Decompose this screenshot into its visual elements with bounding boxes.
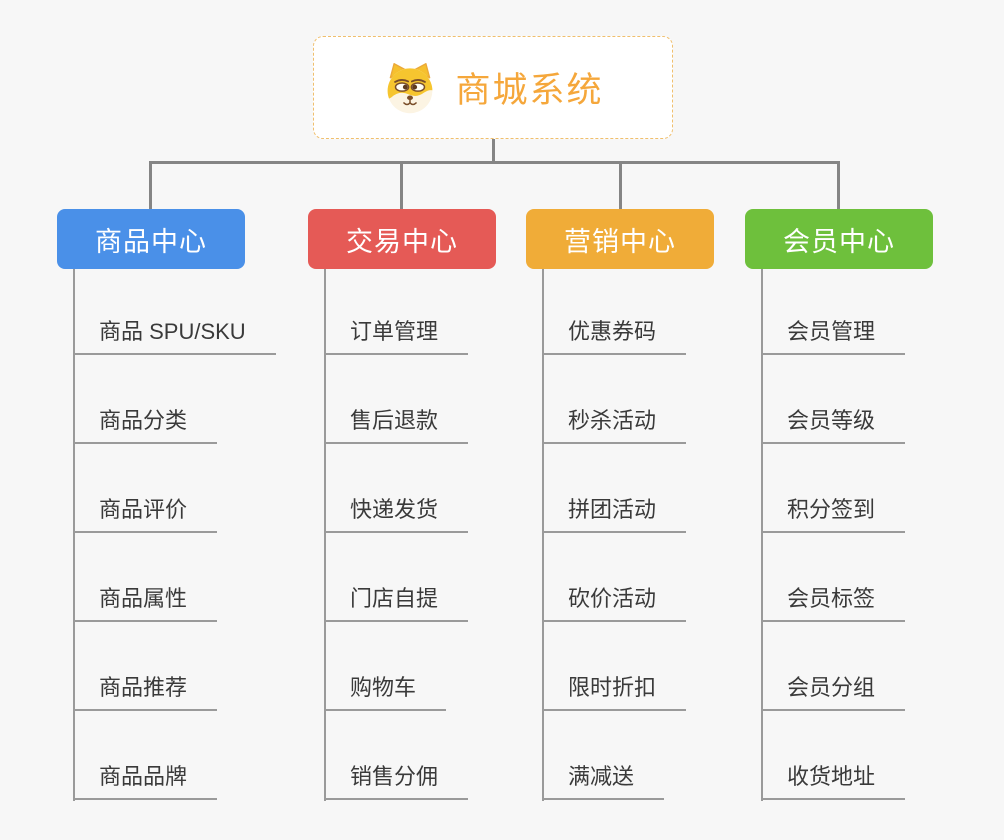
leaf-node[interactable]: 商品 SPU/SKU [73, 269, 276, 355]
connector-drop-member [837, 161, 840, 209]
leaf-node[interactable]: 砍价活动 [542, 533, 687, 622]
leaf-node[interactable]: 会员标签 [761, 533, 906, 622]
trunk-line-product [73, 269, 75, 801]
branch-marketing-center[interactable]: 营销中心 [526, 209, 714, 269]
leaf-node[interactable]: 订单管理 [324, 269, 469, 355]
connector-root-stub [492, 139, 495, 163]
connector-drop-marketing [619, 161, 622, 209]
leaf-node[interactable]: 会员管理 [761, 269, 906, 355]
leaf-node[interactable]: 销售分佣 [324, 711, 469, 800]
root-title: 商城系统 [455, 71, 604, 110]
branch-product-center[interactable]: 商品中心 [57, 209, 245, 269]
trunk-line-member [761, 269, 763, 801]
leaf-node[interactable]: 商品分类 [73, 355, 218, 444]
trunk-line-marketing [542, 269, 544, 801]
connector-drop-product [149, 161, 152, 209]
connector-drop-trade [400, 161, 403, 209]
leaf-node[interactable]: 门店自提 [324, 533, 469, 622]
leaf-node[interactable]: 购物车 [324, 622, 447, 711]
leaf-node[interactable]: 会员等级 [761, 355, 906, 444]
leaf-node[interactable]: 商品品牌 [73, 711, 218, 800]
branch-trade-center[interactable]: 交易中心 [308, 209, 496, 269]
leaf-node[interactable]: 拼团活动 [542, 444, 687, 533]
branch-column-member: 会员中心 会员管理 会员等级 积分签到 会员标签 会员分组 收货地址 [745, 209, 933, 801]
leaf-node[interactable]: 积分签到 [761, 444, 906, 533]
leaf-node[interactable]: 商品属性 [73, 533, 218, 622]
doge-icon [388, 62, 433, 113]
leaf-node[interactable]: 商品推荐 [73, 622, 218, 711]
leaf-node[interactable]: 优惠券码 [542, 269, 687, 355]
connector-horizontal [150, 161, 840, 164]
leaf-node[interactable]: 秒杀活动 [542, 355, 687, 444]
branch-column-trade: 交易中心 订单管理 售后退款 快递发货 门店自提 购物车 销售分佣 [308, 209, 496, 801]
leaf-node[interactable]: 满减送 [542, 711, 665, 800]
branch-column-product: 商品中心 商品 SPU/SKU 商品分类 商品评价 商品属性 商品推荐 商品品牌 [57, 209, 276, 801]
leaf-node[interactable]: 快递发货 [324, 444, 469, 533]
leaf-node[interactable]: 会员分组 [761, 622, 906, 711]
leaf-node[interactable]: 限时折扣 [542, 622, 687, 711]
leaf-node[interactable]: 商品评价 [73, 444, 218, 533]
leaf-node[interactable]: 售后退款 [324, 355, 469, 444]
branch-column-marketing: 营销中心 优惠券码 秒杀活动 拼团活动 砍价活动 限时折扣 满减送 [526, 209, 714, 801]
trunk-line-trade [324, 269, 326, 801]
leaf-node[interactable]: 收货地址 [761, 711, 906, 800]
branch-member-center[interactable]: 会员中心 [745, 209, 933, 269]
root-node[interactable]: 商城系统 [313, 36, 673, 139]
